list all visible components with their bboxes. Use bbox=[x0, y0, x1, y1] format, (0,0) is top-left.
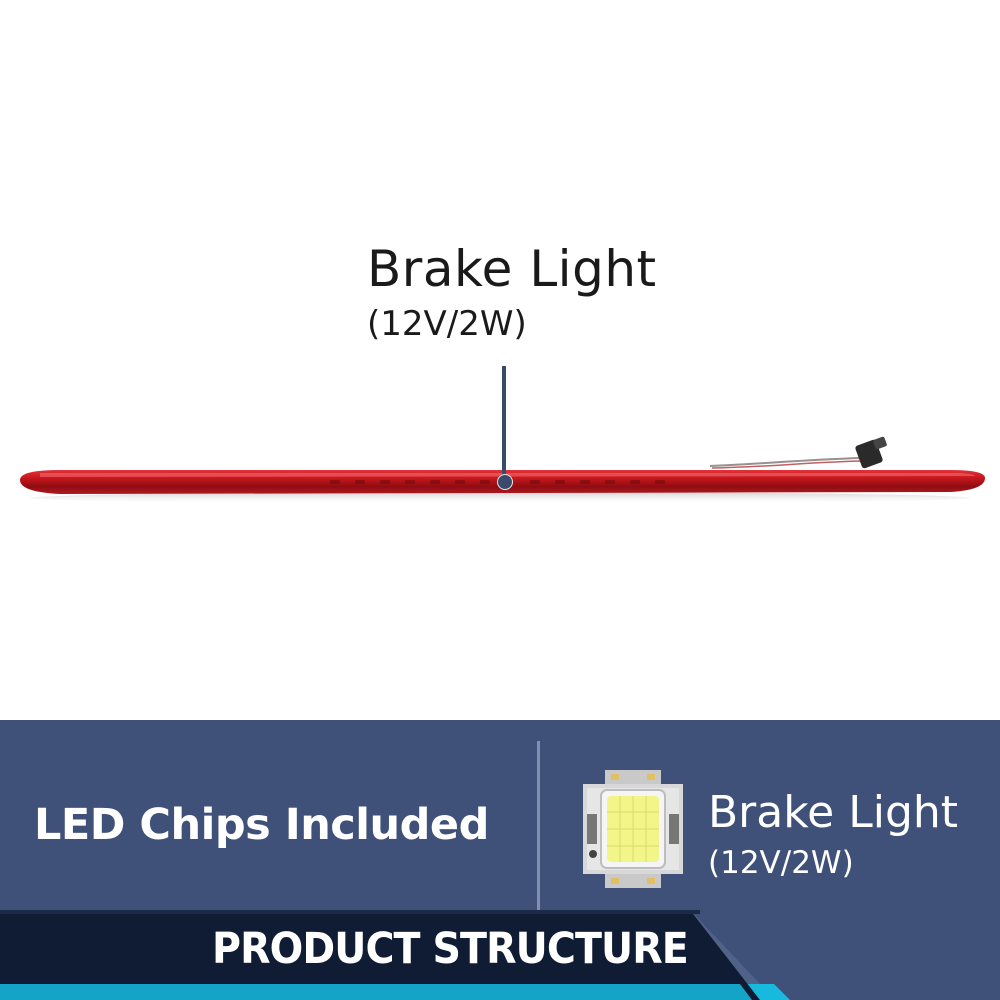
product-structure-banner bbox=[0, 910, 1000, 1000]
callout-leader-line bbox=[502, 366, 506, 478]
lamp-led-row bbox=[330, 480, 665, 484]
led-chips-heading: LED Chips Included bbox=[34, 800, 489, 850]
product-image-area: Brake Light (12V/2W) bbox=[20, 240, 985, 504]
panel-brake-light-title: Brake Light bbox=[708, 787, 959, 838]
wire-connector-icon bbox=[709, 436, 887, 469]
callout-leader-dot bbox=[497, 474, 513, 490]
led-chip-icon bbox=[583, 770, 683, 888]
lamp-shadow bbox=[30, 492, 970, 504]
product-structure-label: PRODUCT STRUCTURE bbox=[212, 924, 689, 974]
callout-subtitle: (12V/2W) bbox=[367, 304, 527, 344]
panel-divider bbox=[537, 741, 540, 916]
panel-brake-light-subtitle: (12V/2W) bbox=[708, 845, 854, 881]
callout-title: Brake Light bbox=[367, 240, 657, 298]
